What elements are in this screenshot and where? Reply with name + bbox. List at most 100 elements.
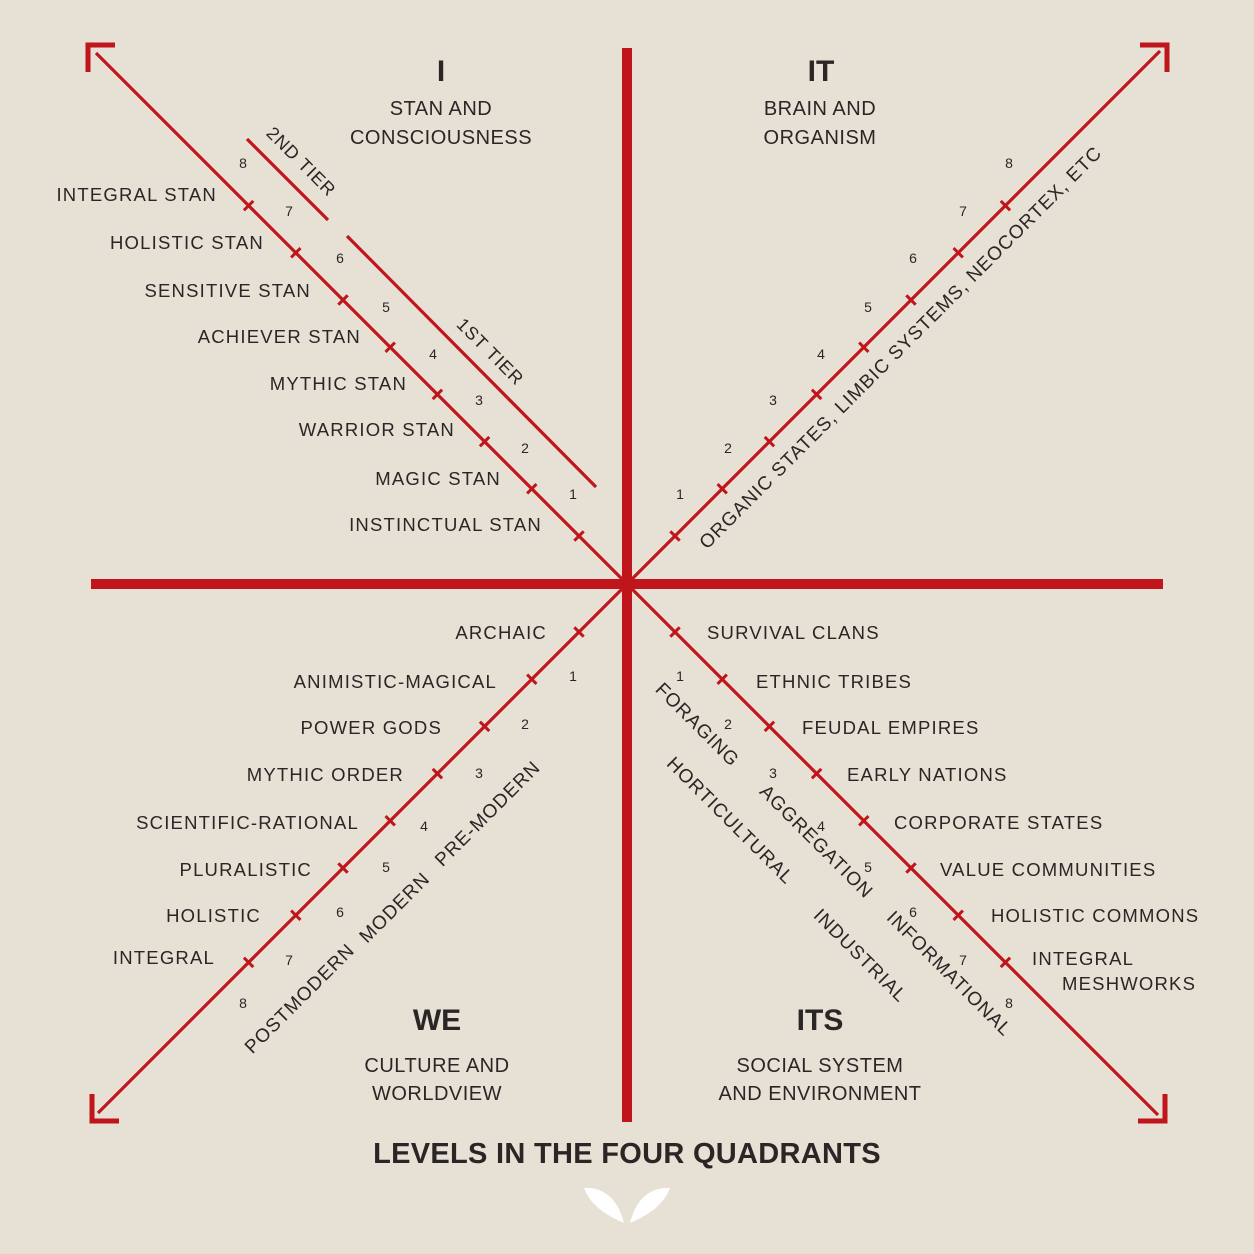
lower-right-level-label: SURVIVAL CLANS xyxy=(707,622,880,643)
lower-right-level-labels: SURVIVAL CLANS ETHNIC TRIBES FEUDAL EMPI… xyxy=(707,622,1199,994)
upper-left-tick-mark xyxy=(478,435,491,448)
lower-right-arrowhead-icon xyxy=(1138,1094,1168,1124)
lower-left-era-labels: PRE-MODERN MODERN POSTMODERN xyxy=(241,757,545,1058)
upper-right-level-numbers: 1 2 3 4 5 6 7 8 xyxy=(676,155,1013,502)
level-number: 2 xyxy=(521,716,529,732)
quadrant-title-we: WE xyxy=(413,1004,461,1037)
level-number: 5 xyxy=(382,859,390,875)
level-tick-marks xyxy=(242,199,1012,969)
lower-left-tick-mark xyxy=(573,626,585,638)
level-number: 1 xyxy=(569,668,577,684)
lower-right-tick-mark xyxy=(810,767,823,780)
level-number: 6 xyxy=(909,250,917,266)
lower-left-tick-mark xyxy=(242,956,255,969)
upper-left-tick-mark xyxy=(573,530,585,542)
upper-left-level-label: INSTINCTUAL STAN xyxy=(349,514,542,535)
upper-left-level-numbers: 1 2 3 4 5 6 7 8 xyxy=(239,155,577,502)
level-number: 4 xyxy=(817,818,825,834)
upper-left-tick-mark xyxy=(526,483,538,495)
level-number: 7 xyxy=(959,203,967,219)
lower-left-level-label: ANIMISTIC-MAGICAL xyxy=(294,671,497,692)
quadrant-subtitle-line-2: WORLDVIEW xyxy=(372,1083,502,1105)
level-number: 3 xyxy=(475,765,483,781)
lower-right-level-label: ETHNIC TRIBES xyxy=(756,671,912,692)
quadrant-lower-right-heading: ITS SOCIAL SYSTEM AND ENVIRONMENT xyxy=(718,1004,921,1105)
level-number: 6 xyxy=(336,904,344,920)
level-number: 5 xyxy=(864,859,872,875)
upper-left-tick-mark xyxy=(384,341,396,353)
quadrant-subtitle-line-1: STAN AND xyxy=(390,98,493,120)
lower-right-tick-mark xyxy=(716,673,728,685)
quadrant-title-its: ITS xyxy=(797,1004,844,1037)
lower-right-level-label-line-1: INTEGRAL xyxy=(1032,948,1134,969)
first-tier-bracket-line xyxy=(345,234,598,489)
lower-left-era-label: MODERN xyxy=(356,869,435,948)
upper-left-level-label: ACHIEVER STAN xyxy=(198,326,361,347)
lower-left-tick-mark xyxy=(478,720,491,733)
lower-right-tick-mark xyxy=(999,956,1012,969)
lower-right-level-label: HOLISTIC COMMONS xyxy=(991,905,1199,926)
level-number: 2 xyxy=(724,716,732,732)
quadrant-subtitle-line-2: ORGANISM xyxy=(764,127,877,149)
lower-left-level-label: INTEGRAL xyxy=(113,947,215,968)
upper-left-level-label: WARRIOR STAN xyxy=(299,419,455,440)
upper-left-tick-mark xyxy=(431,388,444,401)
quadrant-lower-left-heading: WE CULTURE AND WORLDVIEW xyxy=(364,1004,509,1105)
level-number: 4 xyxy=(429,346,437,362)
upper-right-tick-mark xyxy=(763,435,776,448)
level-number: 1 xyxy=(569,486,577,502)
lower-left-tick-mark xyxy=(337,862,349,874)
upper-right-tick-mark xyxy=(905,294,917,306)
quadrant-subtitle-line-2: AND ENVIRONMENT xyxy=(718,1083,921,1105)
level-number: 5 xyxy=(382,299,390,315)
upper-left-level-label: INTEGRAL STAN xyxy=(56,184,217,205)
lower-left-level-label: SCIENTIFIC-RATIONAL xyxy=(136,812,359,833)
quadrant-subtitle-line-1: CULTURE AND xyxy=(364,1055,509,1077)
upper-left-diagonal-axis xyxy=(94,51,629,586)
level-number: 8 xyxy=(1005,995,1013,1011)
upper-right-diagonal-axis xyxy=(625,49,1162,586)
lower-left-level-label: POWER GODS xyxy=(300,717,442,738)
lower-left-era-label: PRE-MODERN xyxy=(431,757,545,871)
lower-left-tick-mark xyxy=(526,673,538,685)
lower-left-level-label: HOLISTIC xyxy=(166,905,261,926)
lower-right-tick-mark xyxy=(763,720,776,733)
diagram-caption: LEVELS IN THE FOUR QUADRANTS xyxy=(373,1138,881,1170)
quadrant-subtitle-line-1: SOCIAL SYSTEM xyxy=(737,1055,904,1077)
upper-right-tick-mark xyxy=(810,388,823,401)
lower-left-arrowhead-icon xyxy=(89,1094,119,1124)
upper-left-level-label: MYTHIC STAN xyxy=(270,373,407,394)
level-number: 1 xyxy=(676,486,684,502)
quadrant-subtitle-line-2: CONSCIOUSNESS xyxy=(350,127,532,149)
upper-left-level-label: HOLISTIC STAN xyxy=(110,232,264,253)
level-number: 4 xyxy=(420,818,428,834)
level-number: 2 xyxy=(521,440,529,456)
level-number: 8 xyxy=(1005,155,1013,171)
upper-left-level-label: MAGIC STAN xyxy=(375,468,501,489)
upper-left-tick-mark xyxy=(337,294,349,306)
upper-right-tick-mark xyxy=(952,247,964,259)
level-number: 7 xyxy=(959,952,967,968)
lower-right-era-label: INFORMATIONAL xyxy=(882,907,1016,1041)
quadrant-upper-right-heading: IT BRAIN AND ORGANISM xyxy=(764,55,877,149)
upper-right-tick-mark xyxy=(669,530,681,542)
upper-left-arrowhead-icon xyxy=(85,42,115,72)
upper-left-tick-mark xyxy=(242,199,255,212)
upper-right-axis-label: ORGANIC STATES, LIMBIC SYSTEMS, NEOCORTE… xyxy=(696,143,1107,554)
upper-left-level-labels: INSTINCTUAL STAN MAGIC STAN WARRIOR STAN… xyxy=(56,184,542,535)
lower-right-level-numbers: 1 2 3 4 5 6 7 8 xyxy=(676,668,1013,1011)
lower-left-diagonal-axis xyxy=(96,582,629,1115)
upper-right-arrowhead-icon xyxy=(1140,42,1170,72)
quadrant-upper-left-heading: I STAN AND CONSCIOUSNESS xyxy=(350,55,532,149)
level-number: 7 xyxy=(285,203,293,219)
lower-left-tick-mark xyxy=(431,767,444,780)
lower-left-era-label: POSTMODERN xyxy=(241,940,359,1058)
level-number: 1 xyxy=(676,668,684,684)
lower-right-level-label: VALUE COMMUNITIES xyxy=(940,859,1156,880)
leaf-logo-icon xyxy=(584,1187,670,1223)
quadrant-title-it: IT xyxy=(808,55,835,88)
lower-left-level-labels: ARCHAIC ANIMISTIC-MAGICAL POWER GODS MYT… xyxy=(113,622,546,968)
lower-right-tick-mark xyxy=(669,626,681,638)
lower-right-level-label-line-2: MESHWORKS xyxy=(1062,973,1196,994)
